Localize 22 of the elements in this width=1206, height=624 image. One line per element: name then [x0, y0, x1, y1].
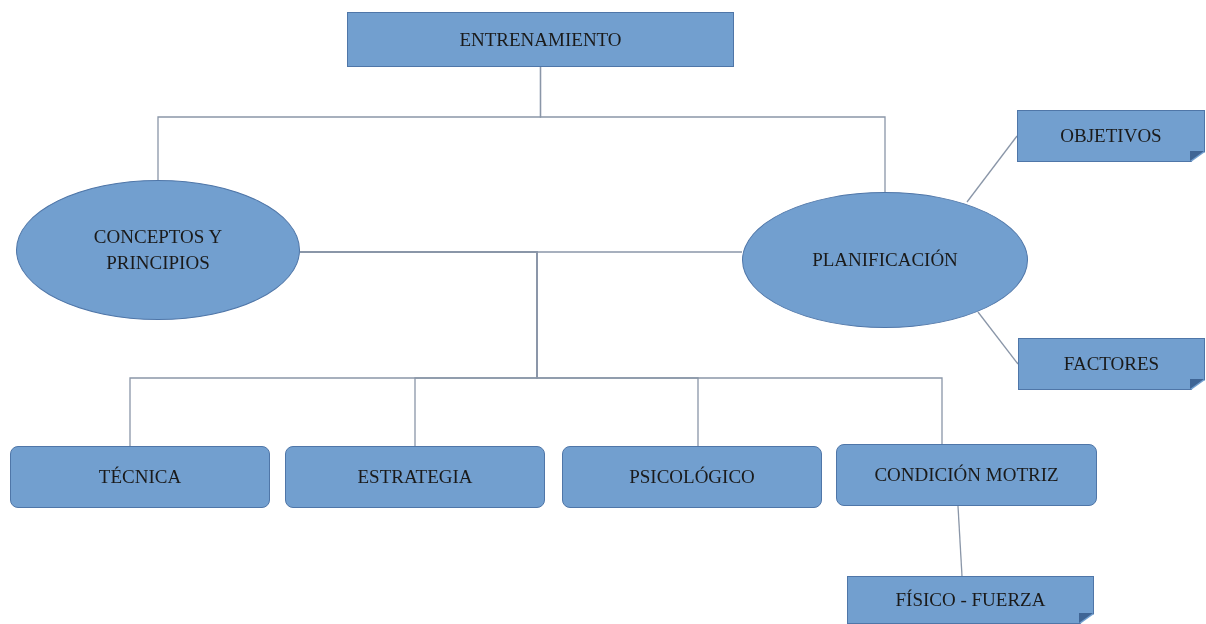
category-box	[836, 444, 1097, 506]
title-box	[347, 12, 734, 67]
node-label: PLANIFICACIÓN	[811, 248, 959, 273]
node-label: FÍSICO - FUERZA	[894, 588, 1047, 613]
category-box	[10, 446, 270, 508]
node-label: PSICOLÓGICO	[628, 465, 756, 490]
note-box	[1017, 110, 1205, 162]
node-label: TÉCNICA	[97, 465, 183, 490]
node-label: ESTRATEGIA	[356, 465, 474, 490]
node-label: ENTRENAMIENTO	[458, 27, 623, 52]
connector-line	[966, 135, 1018, 203]
category-box	[285, 446, 545, 508]
note-box	[847, 576, 1094, 624]
node-label: CONDICIÓN MOTRIZ	[873, 463, 1060, 488]
connector-line	[539, 66, 886, 193]
connector-line	[957, 505, 963, 577]
connector-line	[977, 311, 1019, 365]
node-label: CONCEPTOS Y PRINCIPIOS	[92, 225, 224, 275]
note-box	[1018, 338, 1205, 390]
node-label: OBJETIVOS	[1059, 124, 1163, 149]
category-box	[562, 446, 822, 508]
node-label: FACTORES	[1062, 352, 1161, 377]
